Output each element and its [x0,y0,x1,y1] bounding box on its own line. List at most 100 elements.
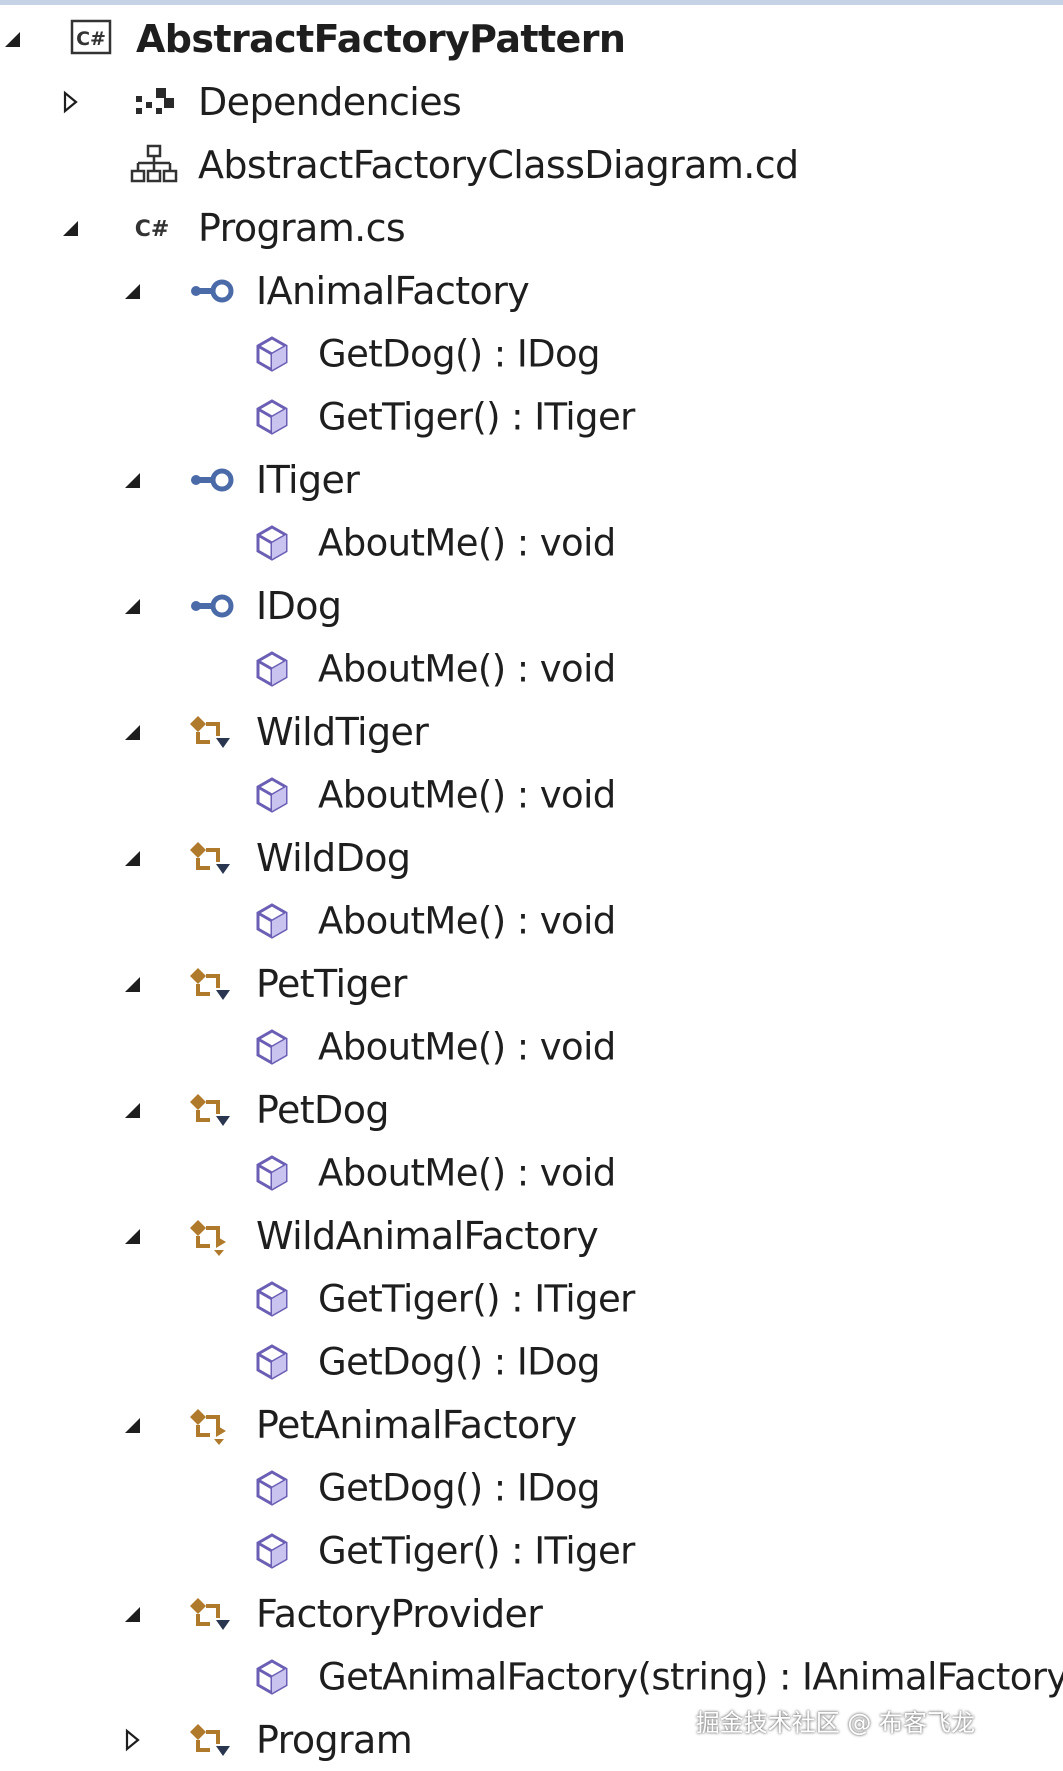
tree-item-label: Program.cs [198,205,406,250]
tree-item-label: AboutMe() : void [318,1025,616,1068]
tree-item-label: AbstractFactoryClassDiagram.cd [198,142,799,187]
tree-item-label: PetDog [256,1087,389,1132]
tree-item-member[interactable]: AboutMe() : void [0,1141,1063,1204]
method-icon [246,395,298,439]
tree-item-type[interactable]: PetTiger [0,952,1063,1015]
collapse-arrow-icon[interactable] [0,27,24,51]
method-icon [246,332,298,376]
tree-item-label: GetDog() : IDog [318,1466,601,1509]
method-icon [246,1655,298,1699]
derived-class-icon [186,1214,238,1258]
tree-item-project[interactable]: C# AbstractFactoryPattern [0,7,1063,70]
tree-item-member[interactable]: GetDog() : IDog [0,1330,1063,1393]
collapse-arrow-icon[interactable] [58,216,82,240]
method-icon [246,1529,298,1573]
tree-item-member[interactable]: AboutMe() : void [0,1015,1063,1078]
tree-item-type[interactable]: PetAnimalFactory [0,1393,1063,1456]
tree-item-label: WildDog [256,835,411,880]
collapse-arrow-icon[interactable] [120,1413,144,1437]
tree-item-label: Program [256,1717,413,1762]
tree-item-label: PetAnimalFactory [256,1402,577,1447]
method-icon [246,773,298,817]
tree-item-dependencies[interactable]: Dependencies [0,70,1063,133]
tree-item-label: GetTiger() : ITiger [318,1277,635,1320]
window-top-border [0,0,1063,5]
collapse-arrow-icon[interactable] [120,279,144,303]
tree-item-type[interactable]: PetDog [0,1078,1063,1141]
tree-item-label: WildAnimalFactory [256,1213,599,1258]
interface-icon [186,584,238,628]
csharp-project-icon: C# [66,17,118,61]
collapse-arrow-icon[interactable] [120,720,144,744]
class-icon [186,962,238,1006]
tree-item-label: Dependencies [198,79,462,124]
tree-item-label: IAnimalFactory [256,268,530,313]
tree-item-member[interactable]: AboutMe() : void [0,637,1063,700]
svg-text:C#: C# [76,28,106,50]
tree-item-label: AboutMe() : void [318,521,616,564]
tree-item-type[interactable]: WildTiger [0,700,1063,763]
collapse-arrow-icon[interactable] [120,594,144,618]
collapse-arrow-icon[interactable] [120,1602,144,1626]
collapse-arrow-icon[interactable] [120,1224,144,1248]
class-icon [186,836,238,880]
expand-arrow-icon[interactable] [58,90,82,114]
collapse-arrow-icon[interactable] [120,468,144,492]
tree-item-label: AbstractFactoryPattern [136,16,626,61]
tree-item-type[interactable]: WildDog [0,826,1063,889]
tree-item-label: PetTiger [256,961,407,1006]
derived-class-icon [186,1403,238,1447]
interface-icon [186,458,238,502]
tree-item-member[interactable]: GetTiger() : ITiger [0,1267,1063,1330]
csharp-file-icon: C# [128,206,180,250]
tree-item-label: AboutMe() : void [318,1151,616,1194]
tree-item-type[interactable]: FactoryProvider [0,1582,1063,1645]
method-icon [246,521,298,565]
tree-item-label: IDog [256,583,342,628]
collapse-arrow-icon[interactable] [120,846,144,870]
tree-item-member[interactable]: GetTiger() : ITiger [0,1519,1063,1582]
method-icon [246,899,298,943]
svg-text:C#: C# [135,217,170,242]
method-icon [246,647,298,691]
collapse-arrow-icon[interactable] [120,1098,144,1122]
class-icon [186,710,238,754]
tree-item-member[interactable]: AboutMe() : void [0,763,1063,826]
tree-item-program-file[interactable]: C# Program.cs [0,196,1063,259]
collapse-arrow-icon[interactable] [120,972,144,996]
tree-item-label: GetAnimalFactory(string) : IAnimalFactor… [318,1655,1063,1698]
class-icon [186,1592,238,1636]
tree-item-type[interactable]: ITiger [0,448,1063,511]
method-icon [246,1151,298,1195]
class-diagram-icon [128,143,180,187]
class-icon [186,1718,238,1762]
tree-item-member[interactable]: GetDog() : IDog [0,1456,1063,1519]
tree-item-label: AboutMe() : void [318,899,616,942]
expand-arrow-icon[interactable] [120,1728,144,1752]
interface-icon [186,269,238,313]
method-icon [246,1277,298,1321]
method-icon [246,1466,298,1510]
class-icon [186,1088,238,1132]
tree-item-member[interactable]: AboutMe() : void [0,889,1063,952]
tree-item-member[interactable]: GetTiger() : ITiger [0,385,1063,448]
tree-item-label: GetTiger() : ITiger [318,395,635,438]
tree-item-member[interactable]: GetAnimalFactory(string) : IAnimalFactor… [0,1645,1063,1708]
tree-item-type[interactable]: WildAnimalFactory [0,1204,1063,1267]
tree-item-member[interactable]: AboutMe() : void [0,511,1063,574]
method-icon [246,1340,298,1384]
tree-item-label: WildTiger [256,709,429,754]
tree-item-label: GetDog() : IDog [318,332,601,375]
watermark: 掘金技术社区 @ 布客飞龙 [695,1709,975,1737]
tree-item-type[interactable]: IAnimalFactory [0,259,1063,322]
tree-item-label: FactoryProvider [256,1591,543,1636]
tree-item-type[interactable]: IDog [0,574,1063,637]
tree-item-label: GetTiger() : ITiger [318,1529,635,1572]
dependencies-icon [128,80,180,124]
tree-item-class-diagram[interactable]: AbstractFactoryClassDiagram.cd [0,133,1063,196]
tree-item-label: AboutMe() : void [318,773,616,816]
tree-item-label: AboutMe() : void [318,647,616,690]
tree-item-type[interactable]: Program [0,1708,1063,1771]
tree-item-member[interactable]: GetDog() : IDog [0,322,1063,385]
